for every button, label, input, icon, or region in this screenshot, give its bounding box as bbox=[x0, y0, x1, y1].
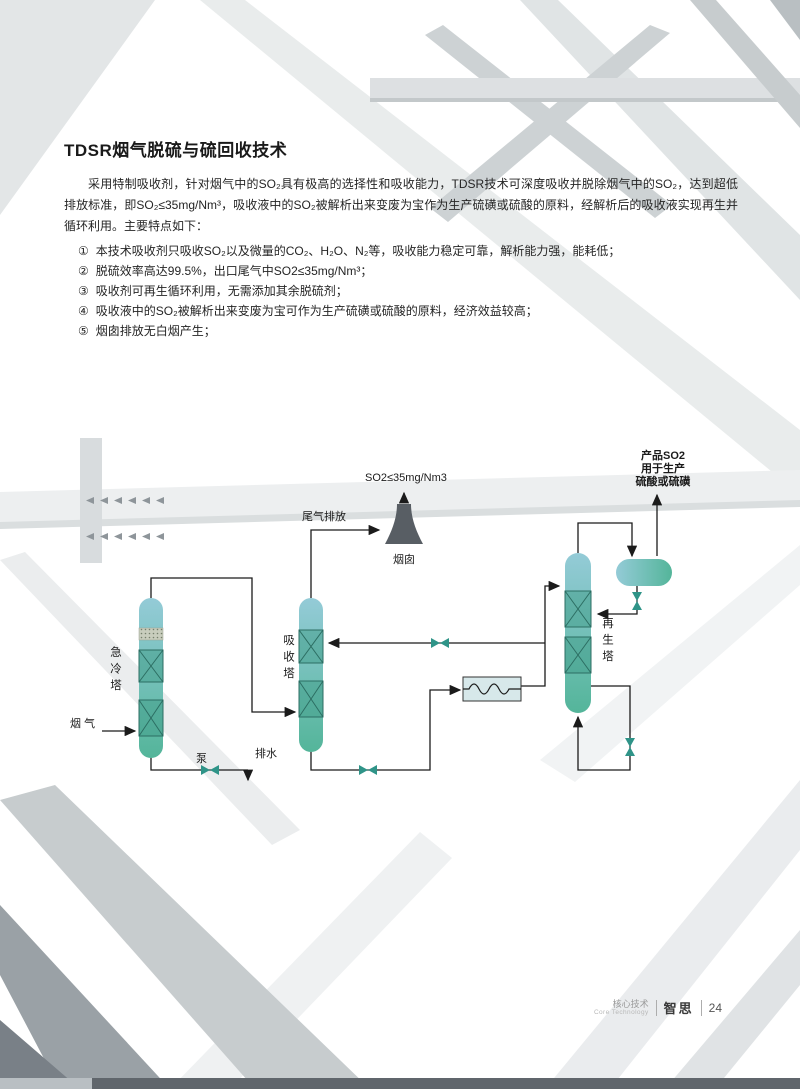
feature-list: ① 本技术吸收剂只吸收SO₂以及微量的CO₂、H₂O、N₂等，吸收能力稳定可靠，解… bbox=[64, 241, 738, 341]
list-marker: ③ bbox=[78, 284, 89, 298]
pipe-reflux bbox=[596, 586, 638, 620]
chimney-icon bbox=[385, 504, 423, 544]
list-item: ① 本技术吸收剂只吸收SO₂以及微量的CO₂、H₂O、N₂等，吸收能力稳定可靠，解… bbox=[78, 241, 738, 261]
drain-label: 排水 bbox=[255, 746, 277, 760]
heat-exchanger bbox=[462, 676, 522, 702]
footer-section-block: 核心技术 Core Technology bbox=[594, 999, 649, 1017]
quench-tower-label: 急冷塔 bbox=[109, 646, 121, 696]
chimney-label: 烟囱 bbox=[393, 552, 415, 566]
list-marker: ④ bbox=[78, 304, 89, 318]
footer-divider bbox=[700, 999, 702, 1016]
absorber-tower bbox=[298, 598, 324, 752]
list-marker: ② bbox=[78, 264, 89, 278]
page-title: TDSR烟气脱硫与硫回收技术 bbox=[64, 141, 288, 160]
valve-icon bbox=[625, 738, 635, 756]
pipe-tail-gas bbox=[310, 524, 381, 598]
pipe-regen-feed bbox=[521, 580, 561, 687]
list-text: 吸收液中的SO₂被解析出来变废为宝可作为生产硫磺或硫酸的原料，经济效益较高； bbox=[95, 304, 538, 318]
list-text: 吸收剂可再生循环利用，无需添加其余脱硫剂； bbox=[95, 284, 348, 298]
list-text: 本技术吸收剂只吸收SO₂以及微量的CO₂、H₂O、N₂等，吸收能力稳定可靠，解析… bbox=[95, 244, 621, 258]
pump-icon bbox=[201, 765, 219, 775]
footer-divider bbox=[655, 999, 657, 1016]
valve-icon bbox=[359, 765, 377, 775]
product-label-line1: 产品SO2 bbox=[641, 448, 685, 462]
reflux-drum bbox=[616, 559, 672, 586]
list-item: ④ 吸收液中的SO₂被解析出来变废为宝可作为生产硫磺或硫酸的原料，经济效益较高； bbox=[78, 301, 738, 321]
intro-paragraph: 采用特制吸收剂，针对烟气中的SO₂具有极高的选择性和吸收能力，TDSR技术可深度… bbox=[64, 177, 738, 233]
pipe-regen-overhead bbox=[577, 522, 638, 558]
pipe-reboiler-loop bbox=[572, 685, 631, 771]
regen-tower-label: 再生塔 bbox=[601, 617, 613, 667]
text-content: TDSR烟气脱硫与硫回收技术 采用特制吸收剂，针对烟气中的SO₂具有极高的选择性… bbox=[64, 136, 738, 341]
flue-gas-label: 烟 气 bbox=[70, 716, 95, 730]
so2-limit-label: SO2≤35mg/Nm3 bbox=[365, 472, 447, 484]
list-item: ③ 吸收剂可再生循环利用，无需添加其余脱硫剂； bbox=[78, 281, 738, 301]
regeneration-tower bbox=[564, 553, 592, 713]
footer-section: 核心技术 bbox=[612, 998, 649, 1009]
pipe-quench-to-absorber bbox=[150, 577, 297, 718]
list-item: ⑤ 烟囱排放无白烟产生； bbox=[78, 321, 738, 341]
quench-tower bbox=[138, 598, 164, 758]
valve-icon bbox=[431, 638, 449, 648]
product-label-line3: 硫酸或硫磺 bbox=[636, 474, 691, 488]
absorber-tower-label: 吸收塔 bbox=[282, 634, 294, 684]
list-marker: ⑤ bbox=[78, 324, 89, 338]
list-text: 烟囱排放无白烟产生； bbox=[95, 324, 216, 338]
product-label-line2: 用于生产 bbox=[641, 461, 685, 475]
valves bbox=[201, 592, 642, 775]
tail-gas-label: 尾气排放 bbox=[302, 509, 346, 523]
valve-icon bbox=[632, 592, 642, 610]
page-footer: 核心技术 Core Technology 智思 24 bbox=[594, 998, 722, 1017]
pipe-rich-solution bbox=[310, 684, 462, 771]
page-number: 24 bbox=[708, 1000, 722, 1015]
list-text: 脱硫效率高达99.5%，出口尾气中SO2≤35mg/Nm³； bbox=[95, 264, 373, 278]
list-marker: ① bbox=[78, 244, 89, 258]
footer-brand: 智思 bbox=[663, 1001, 694, 1016]
list-item: ② 脱硫效率高达99.5%，出口尾气中SO2≤35mg/Nm³； bbox=[78, 261, 738, 281]
pump-label: 泵 bbox=[196, 752, 207, 765]
footer-section-en: Core Technology bbox=[593, 1008, 649, 1016]
